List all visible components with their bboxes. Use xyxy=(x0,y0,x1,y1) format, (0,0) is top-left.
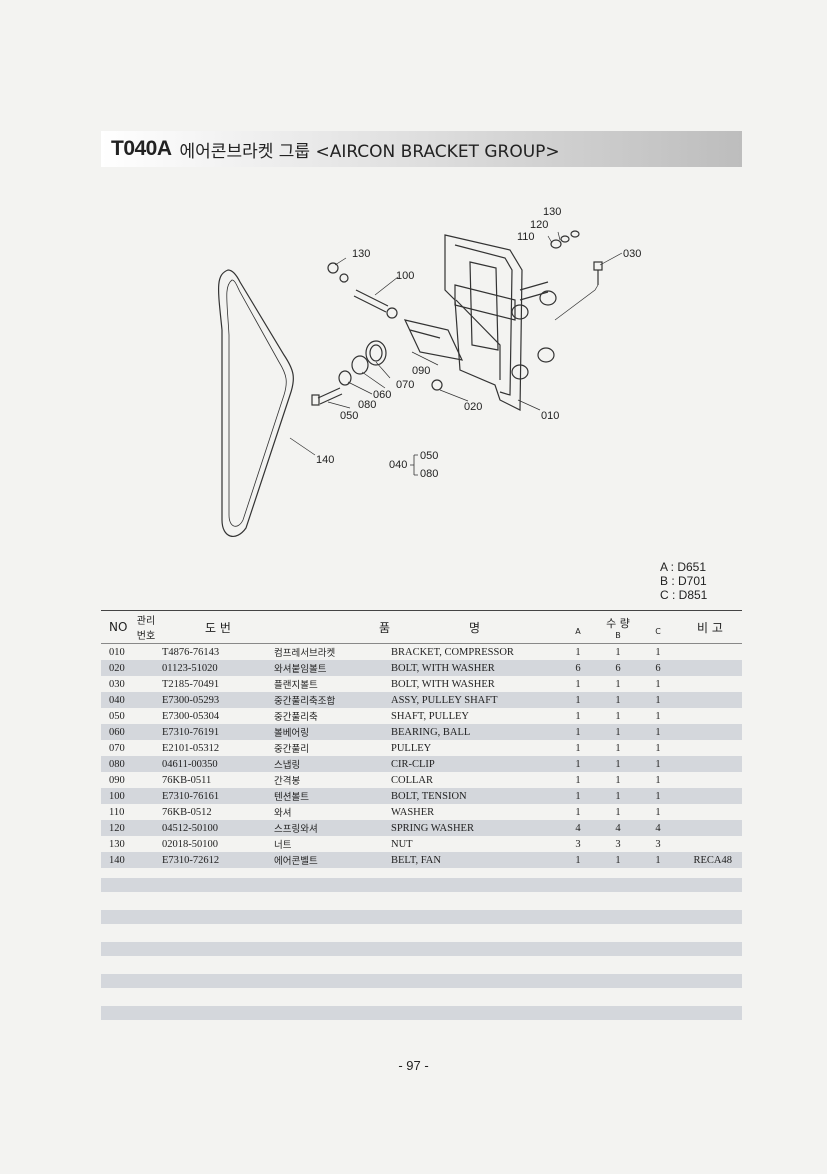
callout-100: 100 xyxy=(396,270,414,282)
callout-050: 050 xyxy=(340,410,358,422)
header-qty-c: . C xyxy=(638,610,678,644)
legend-a: A : D651 xyxy=(660,560,707,574)
empty-row-band xyxy=(101,1006,742,1020)
callout-010: 010 xyxy=(541,410,559,422)
callout-020: 020 xyxy=(464,401,482,413)
title-bar: T040A 에어콘브라켓 그룹 <AIRCON BRACKET GROUP> xyxy=(101,131,742,167)
legend-b: B : D701 xyxy=(660,574,707,588)
header-qty-b: 수 량 B xyxy=(598,610,638,644)
fan-belt-drawing xyxy=(217,269,294,537)
empty-row-band xyxy=(101,910,742,924)
callout-040-050: 050 xyxy=(420,450,438,462)
header-note: 비 고 xyxy=(678,610,742,644)
table-header: NO 관리 번호 도 번 품 명 . A 수 량 B . C 비 고 xyxy=(101,610,742,644)
callout-110: 110 xyxy=(517,231,535,243)
group-title: 에어콘브라켓 그룹 <AIRCON BRACKET GROUP> xyxy=(179,141,560,162)
callout-140: 140 xyxy=(316,454,334,466)
empty-row-band xyxy=(101,878,742,892)
callout-130-left: 130 xyxy=(352,248,370,260)
header-qty-a: . A xyxy=(558,610,598,644)
callout-090: 090 xyxy=(412,365,430,377)
header-mgmt: 관리 번호 xyxy=(130,610,162,644)
model-legend: A : D651 B : D701 C : D851 xyxy=(660,560,742,602)
callout-120: 120 xyxy=(530,219,548,231)
callout-030: 030 xyxy=(623,248,641,260)
callout-040: 040 xyxy=(389,459,407,471)
header-no: NO xyxy=(101,610,130,644)
compressor-bracket-drawing xyxy=(444,234,523,411)
empty-row-band xyxy=(101,942,742,956)
callout-070: 070 xyxy=(396,379,414,391)
header-name-b: 명 xyxy=(391,610,558,644)
callout-080: 080 xyxy=(358,399,376,411)
parts-table: NO 관리 번호 도 번 품 명 . A 수 량 B . C 비 고 010T4… xyxy=(101,610,742,868)
callout-040-080: 080 xyxy=(420,468,438,480)
empty-row-band xyxy=(101,974,742,988)
header-drawing: 도 번 xyxy=(162,610,274,644)
legend-c: C : D851 xyxy=(660,588,708,602)
page-number: - 97 - xyxy=(398,1058,429,1073)
callout-130-top: 130 xyxy=(543,206,561,218)
callout-060: 060 xyxy=(373,389,391,401)
exploded-parts-diagram: 130 120 110 130 030 100 090 070 060 080 … xyxy=(217,206,641,537)
group-code: T040A xyxy=(111,137,172,160)
header-name-a: 품 xyxy=(274,610,391,644)
